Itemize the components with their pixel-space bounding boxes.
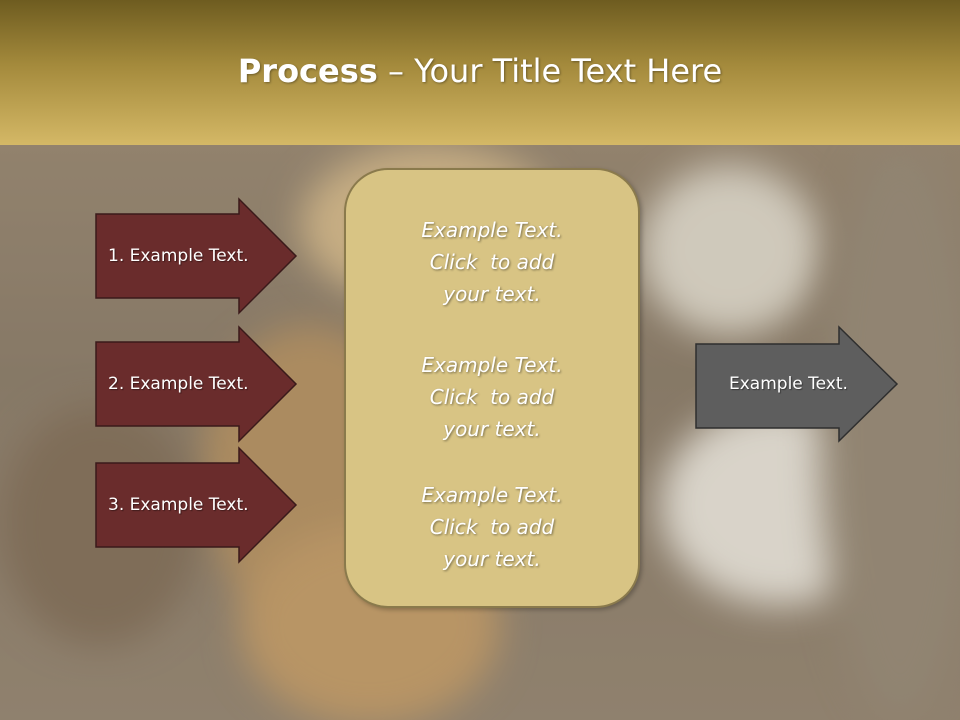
arrow-step-2-label: 2. Example Text. — [108, 374, 249, 394]
paragraph-2-line-2: Click to add — [429, 385, 555, 409]
title-bar: Process – Your Title Text Here — [0, 0, 960, 145]
arrow-result-label: Example Text. — [729, 374, 848, 394]
center-paragraph-3: Example Text. Click to add your text. — [346, 479, 638, 575]
title-rest: – Your Title Text Here — [377, 52, 723, 90]
arrow-step-3-label: 3. Example Text. — [108, 495, 249, 515]
center-paragraph-1: Example Text. Click to add your text. — [346, 214, 638, 310]
slide-title[interactable]: Process – Your Title Text Here — [0, 52, 960, 90]
paragraph-1-line-3: your text. — [443, 282, 541, 306]
arrow-step-1-label: 1. Example Text. — [108, 246, 249, 266]
arrow-step-3[interactable]: 3. Example Text. — [95, 446, 298, 564]
paragraph-3-line-2: Click to add — [429, 515, 555, 539]
arrow-step-2[interactable]: 2. Example Text. — [95, 325, 298, 443]
center-text-box[interactable]: Example Text. Click to add your text. Ex… — [344, 168, 640, 608]
arrow-result[interactable]: Example Text. — [695, 325, 899, 443]
paragraph-3-line-3: your text. — [443, 547, 541, 571]
paragraph-1-line-2: Click to add — [429, 250, 555, 274]
arrow-step-1[interactable]: 1. Example Text. — [95, 197, 298, 315]
paragraph-2-line-3: your text. — [443, 417, 541, 441]
paragraph-1-line-1: Example Text. — [421, 218, 563, 242]
paragraph-3-line-1: Example Text. — [421, 483, 563, 507]
paragraph-2-line-1: Example Text. — [421, 353, 563, 377]
center-paragraph-2: Example Text. Click to add your text. — [346, 349, 638, 445]
title-bold: Process — [237, 52, 378, 90]
